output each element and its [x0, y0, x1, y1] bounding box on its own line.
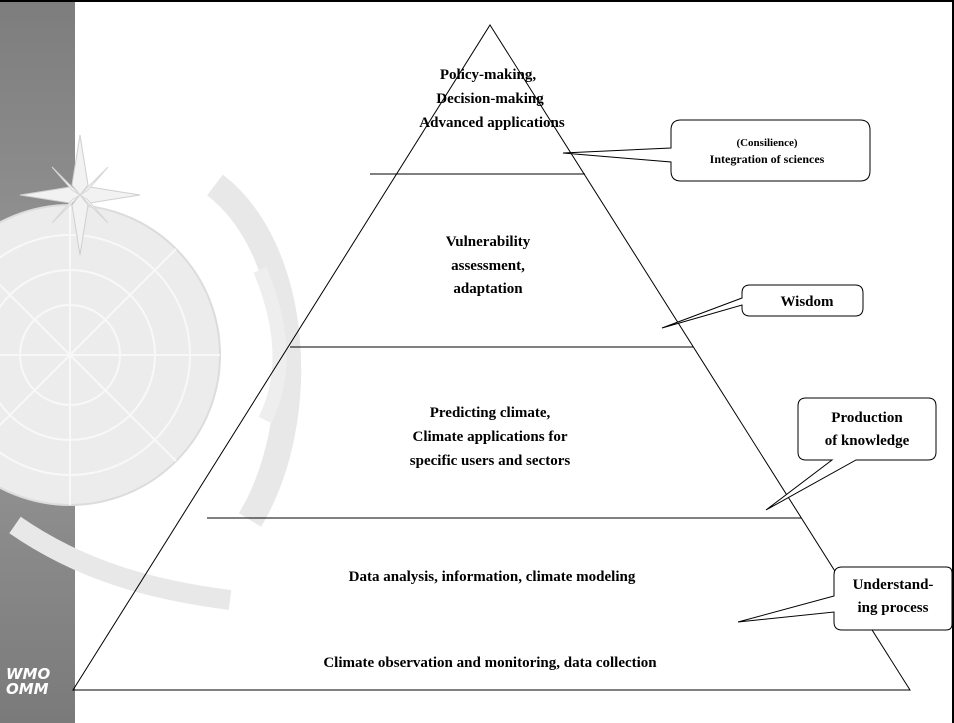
tier-4-line-1: Data analysis, information, climate mode… [349, 569, 636, 585]
tier-2-line-3: adaptation [453, 281, 523, 297]
callout-wisdom: Wisdom [661, 284, 864, 329]
wmo-logo-line-2: OMM [6, 680, 49, 698]
tier-3-line-1: Predicting climate, [430, 405, 551, 421]
callout-production-line-1: Production [831, 410, 903, 426]
wmo-logo-line-1: WMO [6, 665, 51, 683]
callout-understanding: Understand- ing process [737, 566, 953, 631]
tier-2-line-2: assessment, [451, 258, 525, 274]
callout-consilience-line-1: (Consilience) [736, 137, 797, 149]
tier-3-line-3: specific users and sectors [410, 453, 571, 469]
tier-1-line-1: Policy-making, [440, 67, 536, 83]
tier-3-line-2: Climate applications for [413, 429, 568, 445]
tier-1-line-2: Decision-making [436, 91, 544, 107]
watermark-emblem [0, 174, 302, 610]
tier-4-line-2: Climate observation and monitoring, data… [323, 655, 657, 671]
callout-consilience: (Consilience) Integration of sciences [562, 119, 871, 182]
compass-star-icon [19, 134, 141, 256]
tier-2-line-1: Vulnerability [446, 234, 531, 250]
tier-1-line-3: Advanced applications [419, 115, 565, 131]
callout-consilience-line-2: Integration of sciences [710, 152, 825, 166]
callout-wisdom-text: Wisdom [780, 294, 834, 310]
callout-understanding-line-1: Understand- [853, 577, 934, 593]
callout-production: Production of knowledge [765, 397, 937, 511]
callout-understanding-line-2: ing process [858, 600, 929, 616]
callout-production-line-2: of knowledge [825, 433, 910, 449]
wmo-logo: WMO OMM [6, 667, 66, 697]
pyramid-outline [72, 24, 911, 691]
